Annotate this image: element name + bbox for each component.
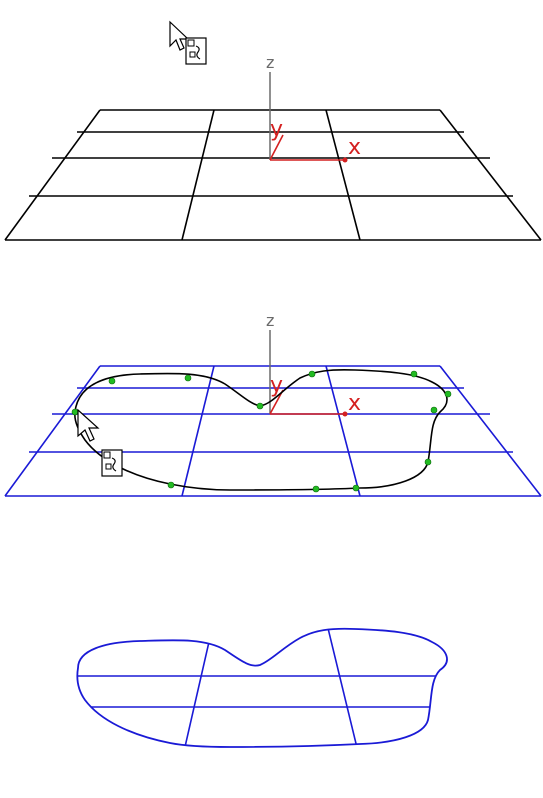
control-point[interactable] [313,486,319,492]
grid-line [326,366,360,496]
control-point[interactable] [431,407,437,413]
y-axis-label: y [270,373,283,398]
grid-line [440,110,541,240]
panel-2-axes: z y x [266,311,361,417]
control-point[interactable] [411,371,417,377]
pointer-with-command-icon [170,22,206,64]
control-point[interactable] [425,459,431,465]
x-axis-label: x [348,135,361,160]
control-point[interactable] [72,409,78,415]
control-point[interactable] [257,403,263,409]
panel-2-plane: z y x [5,311,541,496]
x-axis-endpoint [343,158,348,163]
y-axis-label: y [270,117,283,142]
control-point[interactable] [445,391,451,397]
pointer-with-command-icon [78,410,122,476]
control-points [72,371,451,492]
control-point[interactable] [309,371,315,377]
control-point[interactable] [353,485,359,491]
panel-3-trimmed-surface [60,620,470,760]
x-axis-endpoint [343,412,348,417]
panel-1-plane: z y x [5,53,541,240]
control-point[interactable] [185,375,191,381]
grid-line [326,110,360,240]
trimmed-surface-boundary [77,629,447,747]
z-axis-label: z [266,311,274,330]
panel-1-axes: z y x [266,53,361,163]
z-axis-label: z [266,53,274,72]
grid-line [182,110,214,240]
grid-line [182,366,214,496]
x-axis-label: x [348,391,361,416]
control-point[interactable] [109,378,115,384]
control-point[interactable] [168,482,174,488]
surface-isocurve [326,620,360,760]
grid-line [440,366,541,496]
grid-line [5,110,100,240]
